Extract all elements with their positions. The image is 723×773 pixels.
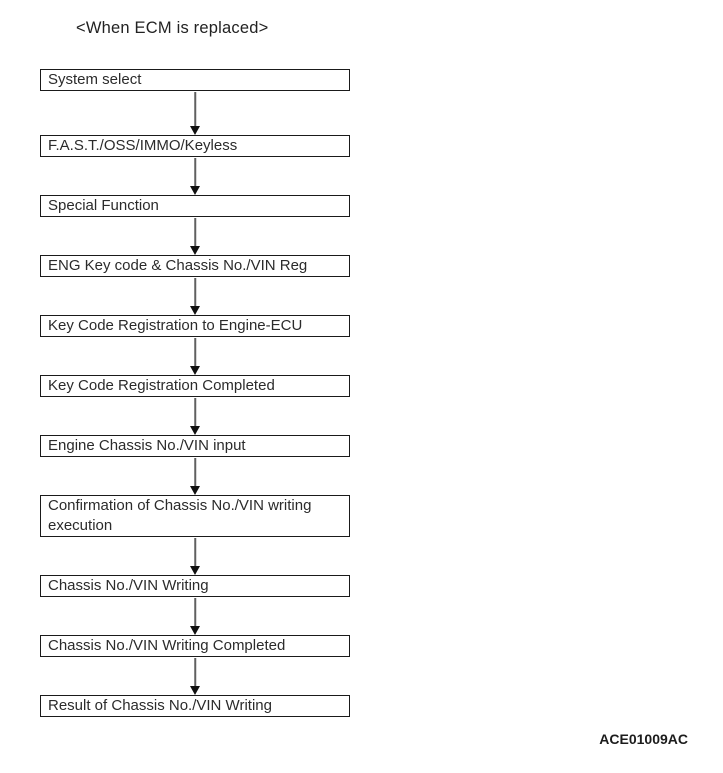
down-arrow — [40, 337, 350, 375]
arrow-line — [194, 458, 196, 487]
arrow-line — [194, 658, 196, 687]
diagram-title: <When ECM is replaced> — [76, 19, 269, 37]
flow-step-eng-key-code-chassis-reg: ENG Key code & Chassis No./VIN Reg — [40, 255, 350, 277]
arrow-head-icon — [190, 126, 200, 135]
arrow-head-icon — [190, 486, 200, 495]
arrow-head-icon — [190, 366, 200, 375]
flow-step-key-code-registration-to-engine-ecu: Key Code Registration to Engine-ECU — [40, 315, 350, 337]
arrow-line — [194, 338, 196, 367]
arrow-line — [194, 398, 196, 427]
down-arrow — [40, 657, 350, 695]
down-arrow — [40, 457, 350, 495]
down-arrow — [40, 537, 350, 575]
arrow-line — [194, 158, 196, 187]
arrow-line — [194, 92, 196, 127]
down-arrow — [40, 597, 350, 635]
down-arrow — [40, 91, 350, 135]
arrow-line — [194, 218, 196, 247]
flow-step-fast-oss-immo-keyless: F.A.S.T./OSS/IMMO/Keyless — [40, 135, 350, 157]
flowchart: System select F.A.S.T./OSS/IMMO/Keyless … — [40, 69, 350, 717]
arrow-line — [194, 598, 196, 627]
flow-step-confirmation-of-chassis-vin-writing: Confirmation of Chassis No./VIN writing … — [40, 495, 350, 537]
flow-step-engine-chassis-vin-input: Engine Chassis No./VIN input — [40, 435, 350, 457]
flow-step-key-code-registration-completed: Key Code Registration Completed — [40, 375, 350, 397]
arrow-head-icon — [190, 186, 200, 195]
arrow-head-icon — [190, 306, 200, 315]
arrow-head-icon — [190, 426, 200, 435]
flow-step-system-select: System select — [40, 69, 350, 91]
arrow-head-icon — [190, 626, 200, 635]
arrow-line — [194, 538, 196, 567]
down-arrow — [40, 397, 350, 435]
arrow-head-icon — [190, 246, 200, 255]
down-arrow — [40, 277, 350, 315]
arrow-line — [194, 278, 196, 307]
flow-step-result-of-chassis-vin-writing: Result of Chassis No./VIN Writing — [40, 695, 350, 717]
flow-step-chassis-vin-writing: Chassis No./VIN Writing — [40, 575, 350, 597]
flow-step-special-function: Special Function — [40, 195, 350, 217]
arrow-head-icon — [190, 686, 200, 695]
down-arrow — [40, 217, 350, 255]
figure-code: ACE01009AC — [599, 731, 688, 747]
down-arrow — [40, 157, 350, 195]
arrow-head-icon — [190, 566, 200, 575]
flow-step-chassis-vin-writing-completed: Chassis No./VIN Writing Completed — [40, 635, 350, 657]
